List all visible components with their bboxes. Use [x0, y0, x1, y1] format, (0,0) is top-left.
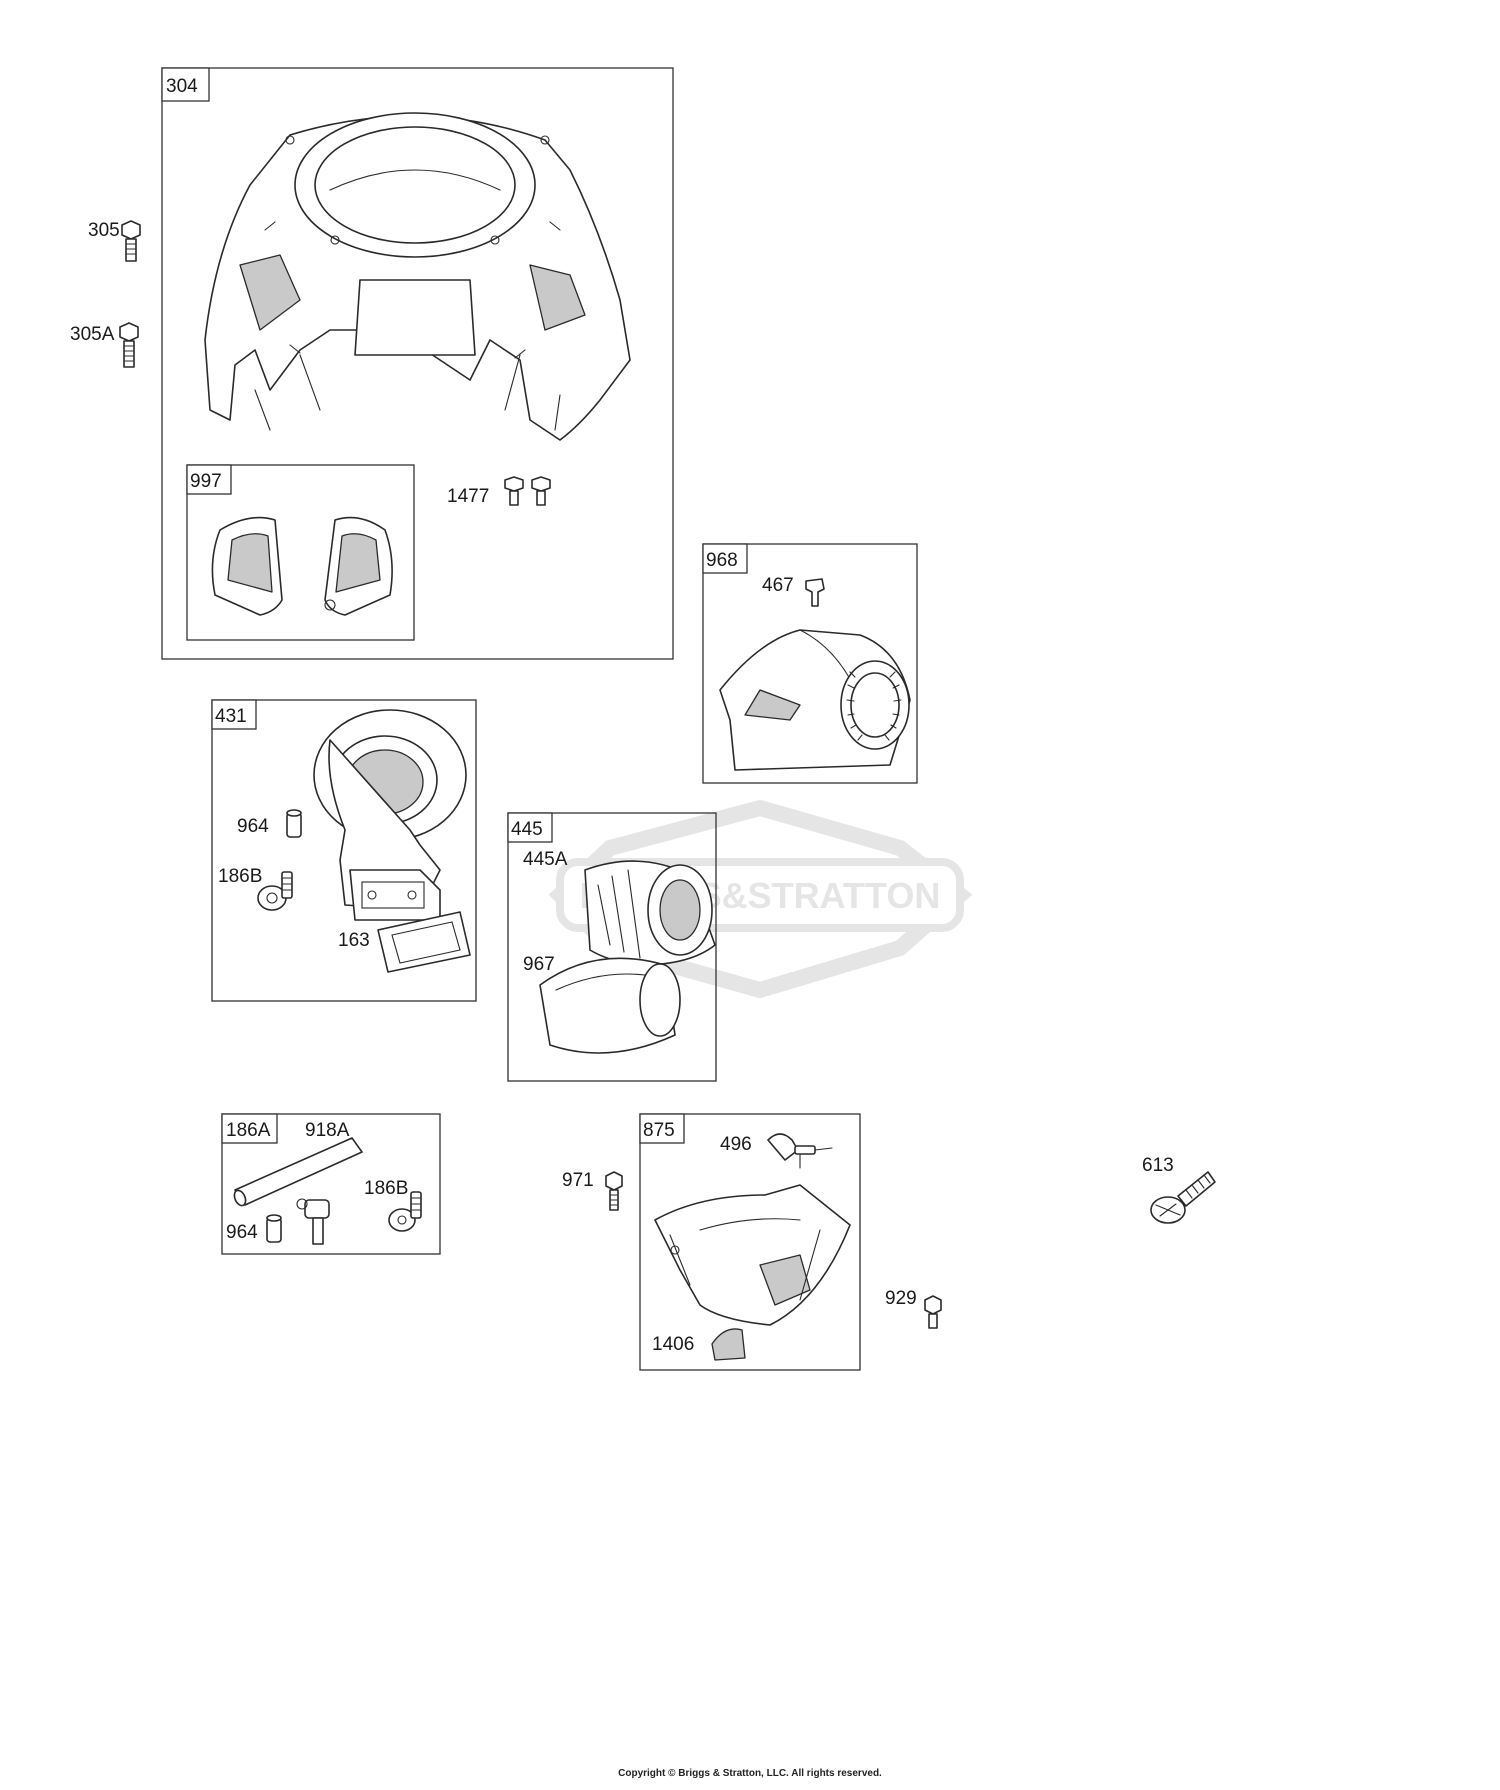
group-186A-label[interactable]: 186A: [226, 1120, 271, 1141]
callout-1406[interactable]: 1406: [652, 1328, 746, 1361]
baffle-right: [324, 516, 393, 616]
callout-613[interactable]: 613: [1142, 1155, 1216, 1224]
group-875-label[interactable]: 875: [643, 1120, 675, 1141]
callout-467[interactable]: 467: [762, 575, 825, 607]
group-875-tag: [639, 1113, 685, 1144]
air-guide-875: [654, 1184, 851, 1326]
gasket-163-icon: [377, 911, 471, 973]
callout-186B-a[interactable]: 186B: [218, 866, 293, 911]
callout-971-label[interactable]: 971: [562, 1170, 594, 1191]
screw-613-icon: [1150, 1171, 1216, 1224]
group-445-box: [507, 812, 717, 1082]
callout-305A[interactable]: 305A: [70, 322, 139, 368]
group-304[interactable]: 304 997: [161, 67, 674, 660]
bolt-305A-icon: [119, 322, 139, 368]
group-431-tag: [211, 699, 257, 730]
group-875-box: [639, 1113, 861, 1371]
screw-1477-b-icon: [531, 476, 551, 506]
callout-163[interactable]: 163: [338, 911, 471, 973]
blower-housing: [204, 112, 631, 441]
fitting-186B-b-icon: [388, 1191, 422, 1232]
group-431-box: [211, 699, 477, 1002]
callout-186B-a-label[interactable]: 186B: [218, 866, 262, 887]
group-431[interactable]: 431 964 186B: [211, 699, 477, 1002]
callout-305-label[interactable]: 305: [88, 220, 120, 241]
callout-929-label[interactable]: 929: [885, 1288, 917, 1309]
group-304-tag: [161, 67, 210, 102]
group-445-label[interactable]: 445: [511, 819, 543, 840]
callout-305A-label[interactable]: 305A: [70, 324, 115, 345]
sleeve-964-a-icon: [286, 809, 302, 838]
callout-445A-label[interactable]: 445A: [523, 849, 568, 870]
group-445-tag: [507, 812, 553, 843]
pre-cleaner-967: [539, 957, 681, 1054]
callout-163-label[interactable]: 163: [338, 930, 370, 951]
callout-613-label[interactable]: 613: [1142, 1155, 1174, 1176]
callout-918A[interactable]: 918A: [232, 1120, 363, 1207]
group-875[interactable]: 875 496 1406: [639, 1113, 861, 1371]
callout-967[interactable]: 967: [523, 954, 681, 1054]
knob-467-icon: [805, 578, 825, 607]
callout-1477[interactable]: 1477: [447, 476, 551, 507]
callout-1477-label[interactable]: 1477: [447, 486, 489, 507]
baffle-left: [211, 516, 283, 616]
group-968[interactable]: 968 467: [702, 543, 918, 784]
callout-929[interactable]: 929: [885, 1288, 942, 1329]
group-186A-tag: [221, 1113, 278, 1144]
air-cleaner-base: [313, 709, 467, 921]
group-431-label[interactable]: 431: [215, 706, 247, 727]
bolt-305-icon: [121, 220, 141, 262]
callout-967-label[interactable]: 967: [523, 954, 555, 975]
callout-186B-b-label[interactable]: 186B: [364, 1178, 408, 1199]
group-997-tag: [186, 464, 232, 495]
callout-971[interactable]: 971: [562, 1170, 623, 1211]
copyright-footer: Copyright © Briggs & Stratton, LLC. All …: [618, 1768, 882, 1779]
callout-964-a[interactable]: 964: [237, 809, 302, 838]
group-304-label[interactable]: 304: [166, 76, 198, 97]
callout-964-b[interactable]: 964: [226, 1214, 282, 1243]
group-997[interactable]: 997: [186, 464, 415, 641]
callout-1406-label[interactable]: 1406: [652, 1334, 694, 1355]
group-186A[interactable]: 186A 918A 186B 964: [221, 1113, 441, 1255]
callout-496-label[interactable]: 496: [720, 1134, 752, 1155]
filter-cartridge-445A: [584, 860, 716, 966]
callout-445A[interactable]: 445A: [523, 849, 716, 966]
foam-1406-icon: [711, 1328, 746, 1361]
callout-964-a-label[interactable]: 964: [237, 816, 269, 837]
group-968-tag: [702, 543, 748, 574]
callout-964-b-label[interactable]: 964: [226, 1222, 258, 1243]
group-445[interactable]: 445 445A 967: [507, 812, 717, 1082]
callout-186B-b[interactable]: 186B: [364, 1178, 422, 1232]
callout-305[interactable]: 305: [88, 220, 141, 262]
group-968-label[interactable]: 968: [706, 550, 738, 571]
group-186A-box: [221, 1113, 441, 1255]
screw-1477-a-icon: [504, 476, 524, 506]
sleeve-964-b-icon: [266, 1214, 282, 1243]
group-304-box: [161, 67, 674, 660]
callout-467-label[interactable]: 467: [762, 575, 794, 596]
group-968-box: [702, 543, 918, 784]
callout-496[interactable]: 496: [720, 1133, 833, 1169]
air-cleaner-cover: [719, 629, 911, 771]
fitting-186B-a-icon: [257, 871, 293, 911]
group-997-box: [186, 464, 415, 641]
bolt-971-icon: [605, 1171, 623, 1211]
callout-918A-label[interactable]: 918A: [305, 1120, 350, 1141]
bolt-929-icon: [924, 1295, 942, 1329]
elbow-fitting: [296, 1198, 330, 1245]
group-997-label[interactable]: 997: [190, 471, 222, 492]
breather-tube-918A: [233, 1137, 363, 1207]
sensor-496-icon: [767, 1133, 833, 1169]
